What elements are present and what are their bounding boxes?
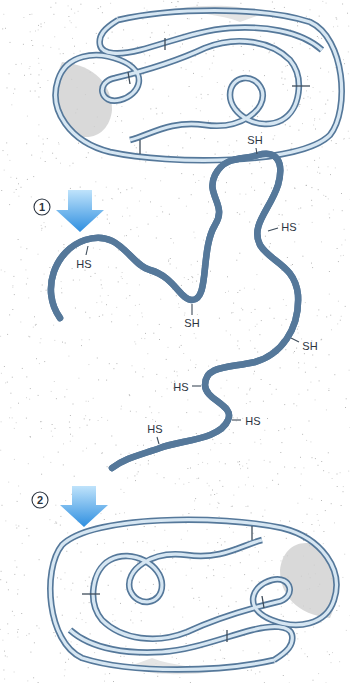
step-arrow <box>60 486 108 527</box>
thiol-label: SH <box>302 341 317 352</box>
thiol-label: HS <box>76 259 91 270</box>
callout-number: 2 <box>37 495 43 506</box>
thiol-label: HS <box>147 424 162 435</box>
thiol-label: HS <box>281 222 296 233</box>
thiol-label: HS <box>245 416 260 427</box>
step-arrow <box>56 190 104 232</box>
thiol-label: HS <box>173 382 188 393</box>
thiol-label: SH <box>247 135 262 146</box>
callout-number: 1 <box>39 202 45 213</box>
thiol-label: SH <box>184 318 199 329</box>
